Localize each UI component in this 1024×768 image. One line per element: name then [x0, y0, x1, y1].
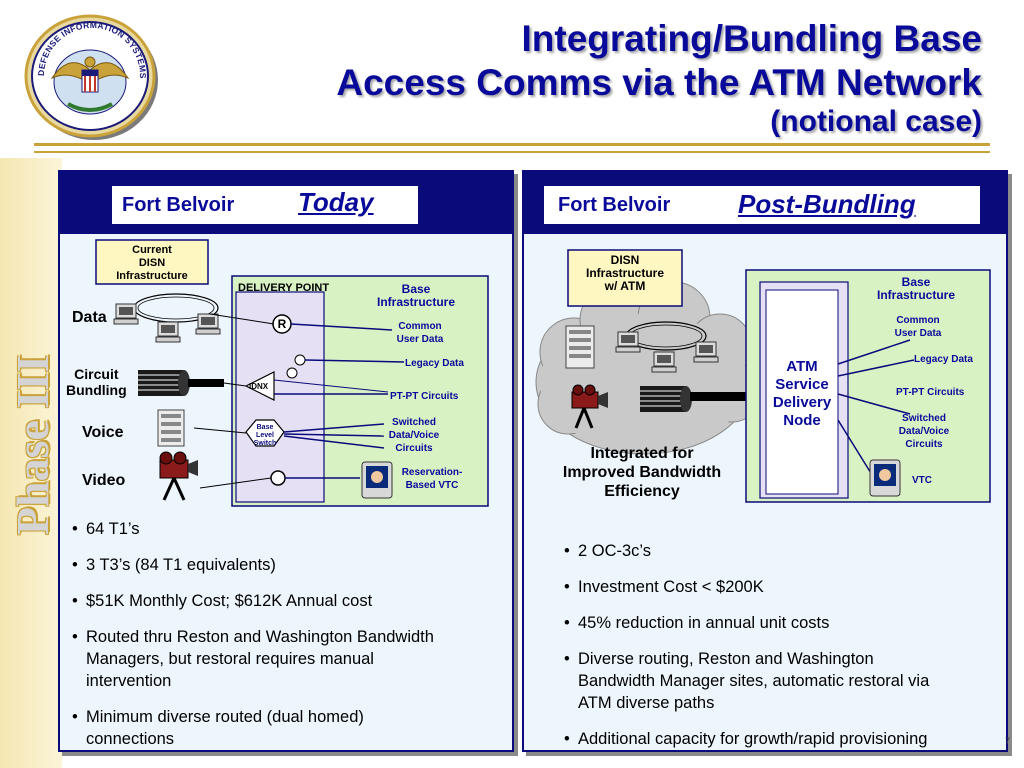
video-label: Video [82, 472, 126, 489]
title-rule [34, 143, 990, 153]
router-node-label: R [277, 317, 287, 331]
left-diagram [95, 239, 489, 507]
left-bullet: •64 T1’s [72, 520, 140, 538]
computer-icon [615, 331, 641, 353]
left-bullet: •Minimum diverse routed (dual homed)conn… [72, 708, 364, 748]
voice-switch-icon [565, 325, 595, 369]
voice-label: Voice [82, 424, 124, 441]
data-label: Data [72, 309, 107, 326]
sidebar-band [0, 158, 62, 768]
computer-icon [113, 303, 139, 325]
right-output-pt-pt-circuits: PT-PT Circuits [896, 387, 965, 398]
page-subtitle: (notional case) [770, 105, 982, 138]
delivery-point-label: DELIVERY POINT [238, 282, 330, 294]
output-pt-pt-circuits: PT-PT Circuits [390, 391, 459, 402]
computer-icon [651, 351, 677, 373]
disn-atm-box [567, 249, 683, 307]
left-panel-header: Fort Belvoir Today [60, 172, 512, 234]
vtc-icon [361, 461, 393, 499]
current-disn-box [95, 239, 209, 285]
vtc-icon [869, 459, 901, 497]
right-panel-header: Fort Belvoir Post-Bundling [524, 172, 1006, 234]
atm-trunk-line [690, 392, 766, 401]
right-bullet: •45% reduction in annual unit costs [564, 614, 830, 632]
page-title-line-1: Integrating/Bundling Base [521, 18, 982, 59]
right-bullet: •2 OC-3c’s [564, 542, 652, 560]
circuit-bundle-icon [138, 370, 224, 396]
right-output-legacy-data: Legacy Data [914, 354, 973, 365]
idnx-node [244, 371, 275, 401]
right-diagram [535, 249, 991, 503]
voice-switch-icon [157, 409, 185, 447]
left-bullet: •$51K Monthly Cost; $612K Annual cost [72, 592, 373, 610]
computer-icon [195, 313, 221, 335]
video-camera-icon [571, 384, 608, 429]
left-panel-title-emph: Today [298, 187, 374, 217]
right-output-vtc: VTC [912, 475, 932, 486]
dod-seal-logo: DEFENSE INFORMATION SYSTEMS AGENCY [19, 4, 162, 140]
circuit-bundle-icon [640, 386, 692, 412]
right-bullet: •Investment Cost < $200K [564, 578, 764, 596]
page-title-line-2: Access Comms via the ATM Network [336, 62, 982, 103]
output-legacy-data: Legacy Data [405, 358, 464, 369]
left-panel-title-box: Fort Belvoir Today [112, 186, 418, 224]
phase-label: Phase III [7, 354, 58, 536]
right-bullet: •Additional capacity for growth/rapid pr… [564, 730, 928, 748]
output-vtc: Reservation-Based VTC [401, 467, 463, 491]
left-bullet: •Routed thru Reston and Washington Bandw… [72, 628, 434, 690]
left-panel-title-prefix: Fort Belvoir [122, 194, 235, 216]
atm-node-inner [765, 289, 839, 495]
computer-icon [693, 341, 719, 363]
video-node [270, 470, 286, 486]
left-bullets: •64 T1’s •3 T3’s (84 T1 equivalents) •$5… [72, 518, 512, 764]
right-panel-post-bundling: Fort Belvoir Post-Bundling [522, 170, 1008, 752]
video-camera-icon [159, 451, 198, 501]
right-panel-title-emph: Post-Bundling [738, 189, 916, 219]
right-panel-title-prefix: Fort Belvoir [558, 194, 671, 216]
idnx-label: IDNX [249, 382, 269, 391]
left-bullet: •3 T3’s (84 T1 equivalents) [72, 556, 276, 574]
left-panel-today: Fort Belvoir Today [58, 170, 514, 752]
computer-icon [155, 321, 181, 343]
page-number: 7 [1004, 736, 1010, 746]
right-panel-title-box: Fort Belvoir Post-Bundling [544, 186, 980, 224]
right-bullets: •2 OC-3c’s •Investment Cost < $200K •45%… [564, 540, 1004, 764]
